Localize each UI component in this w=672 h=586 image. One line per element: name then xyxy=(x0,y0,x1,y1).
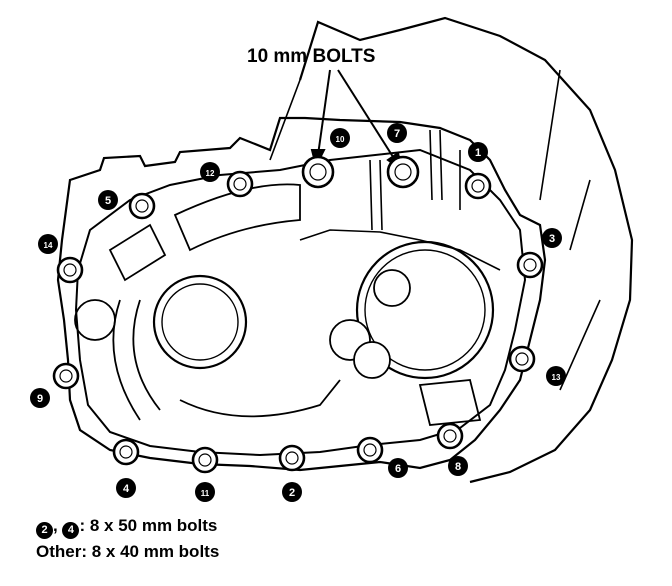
bolt-hole xyxy=(436,422,464,450)
outer-housing-lines xyxy=(269,69,601,391)
bolt-marker-10: 10 xyxy=(330,128,350,148)
bolt-hole xyxy=(52,362,80,390)
legend-text-2: 8 x 40 mm bolts xyxy=(91,542,220,561)
bolt-hole-centers xyxy=(59,163,537,467)
lower-small-bore-b xyxy=(353,341,391,379)
svg-text:14: 14 xyxy=(44,241,53,250)
rib-lower-arc xyxy=(179,379,341,418)
bolt-marker-7: 7 xyxy=(387,123,407,143)
bolt-hole xyxy=(508,345,536,373)
bolt-hole xyxy=(191,446,219,474)
legend-marker-4: 4 xyxy=(62,522,80,539)
rib-upper-arc xyxy=(173,183,301,252)
bolt-hole xyxy=(278,444,306,472)
bolt-hole xyxy=(226,170,254,198)
left-bearing-bore-inner xyxy=(161,283,239,361)
left-bearing-bore xyxy=(152,274,248,370)
bolt-marker-1: 1 xyxy=(468,142,488,162)
bolt-hole xyxy=(112,438,140,466)
outer-housing-outline xyxy=(298,16,634,484)
right-pocket xyxy=(418,379,482,426)
svg-text:4: 4 xyxy=(123,483,130,495)
bolt-marker-5: 5 xyxy=(98,190,118,210)
bolt-marker-12: 12 xyxy=(200,162,220,182)
svg-text:5: 5 xyxy=(105,195,111,207)
bolt-marker-4: 4 xyxy=(116,478,136,498)
bolt-marker-14: 14 xyxy=(38,234,58,254)
bolt-hole xyxy=(386,155,420,189)
svg-text:9: 9 xyxy=(37,393,43,405)
bolt-marker-11: 11 xyxy=(195,482,215,502)
bolt-hole xyxy=(356,436,384,464)
bolt-holes xyxy=(52,155,544,474)
legend-other-label: Other: xyxy=(36,542,87,561)
bolt-marker-2: 2 xyxy=(282,482,302,502)
callout-label: 10 mm BOLTS xyxy=(247,46,375,67)
rib-upper-left xyxy=(108,223,167,282)
bolt-marker-13: 13 xyxy=(546,366,566,386)
svg-text:12: 12 xyxy=(206,169,215,178)
legend-marker-2: 2 xyxy=(36,522,53,539)
gasket-line xyxy=(74,148,527,457)
svg-text:10: 10 xyxy=(336,135,345,144)
bolt-hole xyxy=(56,256,84,284)
svg-text:3: 3 xyxy=(549,233,555,245)
bolt-hole xyxy=(301,155,335,189)
bolt-marker-3: 3 xyxy=(542,228,562,248)
svg-text:7: 7 xyxy=(394,128,400,140)
svg-text:1: 1 xyxy=(475,147,481,159)
svg-text:2: 2 xyxy=(289,487,295,499)
svg-text:11: 11 xyxy=(201,489,210,498)
legend-text-1: : 8 x 50 mm bolts xyxy=(79,516,218,535)
legend-separator: , xyxy=(53,516,63,535)
right-bearing-bore-inner xyxy=(364,249,486,371)
bolt-marker-8: 8 xyxy=(448,456,468,476)
bolt-marker-6: 6 xyxy=(388,458,408,478)
top-ribs xyxy=(369,129,461,231)
legend-line-2: Other: 8 x 40 mm bolts xyxy=(36,542,219,562)
svg-text:13: 13 xyxy=(552,373,561,382)
center-channel xyxy=(299,229,501,271)
left-boss xyxy=(74,299,116,341)
legend-line-1: 2, 4: 8 x 50 mm bolts xyxy=(36,516,217,539)
case-flange-outline xyxy=(56,116,547,472)
svg-text:6: 6 xyxy=(395,463,401,475)
bolt-number-markers: 1 2 3 4 5 6 7 8 9 10 11 12 13 14 xyxy=(30,123,566,502)
upper-small-bore xyxy=(373,269,411,307)
bolt-hole xyxy=(464,172,492,200)
bolt-hole xyxy=(516,251,544,279)
rib-arc-left xyxy=(112,299,161,421)
bolt-hole xyxy=(128,192,156,220)
bolt-marker-9: 9 xyxy=(30,388,50,408)
svg-text:8: 8 xyxy=(455,461,461,473)
